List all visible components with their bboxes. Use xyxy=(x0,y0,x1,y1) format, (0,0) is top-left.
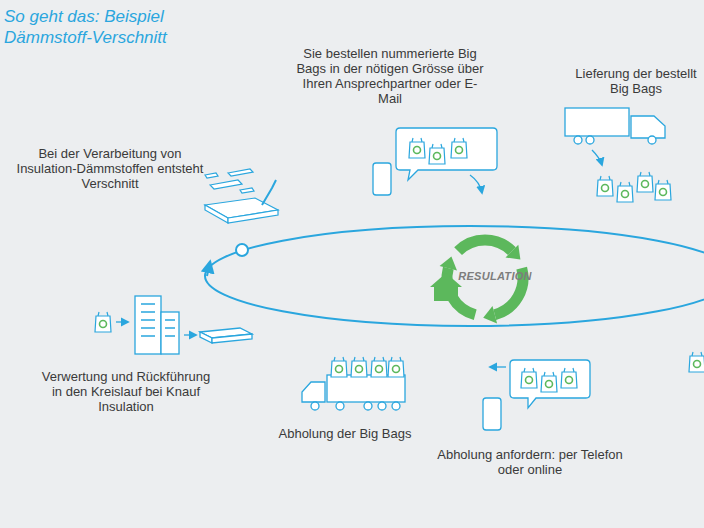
insulation-slab xyxy=(200,332,212,343)
offcut xyxy=(205,173,218,178)
cycle-arrow xyxy=(207,262,210,276)
recycle-head xyxy=(506,245,521,260)
building xyxy=(161,312,179,354)
offcut xyxy=(210,180,242,189)
flow-arrow xyxy=(184,334,196,335)
truck-cab xyxy=(631,116,665,138)
phone xyxy=(483,398,501,430)
recycle-arc xyxy=(458,240,512,251)
speech-bubble xyxy=(396,128,497,180)
step-text: Sie bestellen nummerierte Big Bags in de… xyxy=(292,46,488,106)
diagram-title: So geht das: Beispiel Dämmstoff-Verschni… xyxy=(4,6,229,48)
plant-illustration xyxy=(116,296,252,354)
insulation-slab xyxy=(205,205,228,223)
step-text: Abholung anfordern: per Telefon oder onl… xyxy=(430,447,630,477)
wheel xyxy=(574,136,582,144)
building xyxy=(135,296,161,354)
step-text: Lieferung der bestellt Big Bags xyxy=(566,66,704,96)
knife xyxy=(262,180,276,205)
wheel xyxy=(392,402,400,410)
windows xyxy=(141,304,175,336)
recycle-head xyxy=(440,257,457,271)
delivery-truck xyxy=(565,108,665,165)
offcut xyxy=(240,188,254,193)
insulation-slab xyxy=(212,334,252,343)
step-text: Bei der Verarbeitung von Insulation-Dämm… xyxy=(14,146,206,191)
start-point xyxy=(236,244,248,256)
insulation-slab xyxy=(228,210,278,223)
order-illustration xyxy=(373,128,497,195)
wheel xyxy=(364,402,372,410)
offcut xyxy=(228,169,253,176)
flow-arrow xyxy=(116,321,128,322)
phone xyxy=(373,163,391,195)
pickup-truck xyxy=(302,375,405,410)
flow-arrow xyxy=(490,366,506,367)
step-text: Verwertung und Rückführung in den Kreisl… xyxy=(40,369,212,414)
speech-bubble xyxy=(510,360,590,408)
pickup-request-illustration xyxy=(483,360,590,430)
wheel xyxy=(586,136,594,144)
cycle-ellipse xyxy=(205,226,704,326)
recycle-head xyxy=(483,306,497,323)
truck-trailer xyxy=(327,375,405,402)
truck-trailer xyxy=(565,108,629,136)
logo-text: RESULATION xyxy=(450,270,540,282)
wheel xyxy=(378,402,386,410)
step-text: Abholung der Big Bags xyxy=(255,426,435,441)
offcut-illustration xyxy=(205,169,278,223)
wheel xyxy=(311,402,319,410)
truck-cab xyxy=(302,382,325,402)
recycle-heads xyxy=(430,245,520,324)
flow-arrow xyxy=(470,175,482,193)
house-symbol xyxy=(430,273,462,301)
flow-arrow xyxy=(592,150,602,165)
wheel xyxy=(648,136,656,144)
wheel xyxy=(336,402,344,410)
